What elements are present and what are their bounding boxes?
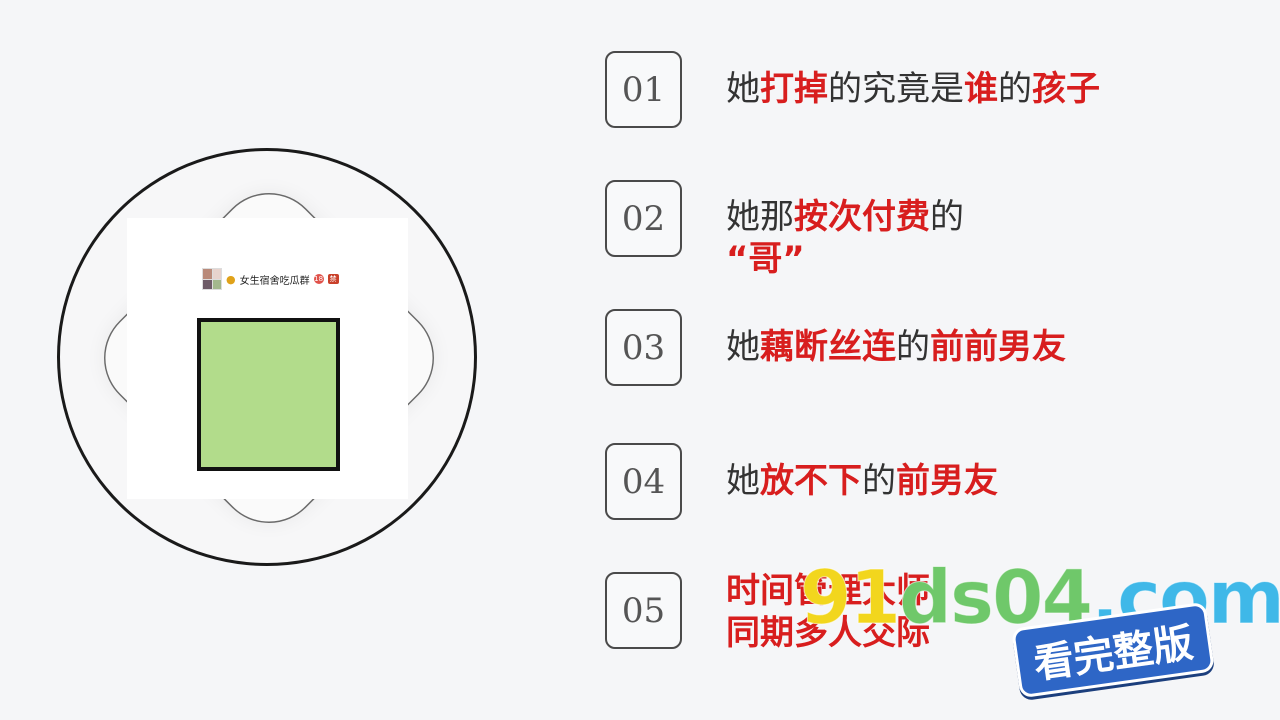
- age-badge: 18: [313, 274, 324, 284]
- item-number-02: 02: [605, 180, 682, 257]
- chat-screenshot-card: ● 女生宿舍吃瓜群 18 禁: [127, 218, 408, 499]
- melon-icon: ●: [226, 272, 236, 286]
- item-text-03: 她藕断丝连的前前男友: [726, 327, 1066, 367]
- forbidden-badge: 禁: [327, 274, 339, 284]
- censored-image-block: [197, 318, 340, 471]
- item-text-02: 她那按次付费的 “哥”: [726, 197, 964, 279]
- item-number-03: 03: [605, 309, 682, 386]
- group-header: ● 女生宿舍吃瓜群 18 禁: [202, 268, 339, 290]
- item-text-05: 时间管理大师 同期多人交际: [726, 571, 930, 653]
- item-number-05: 05: [605, 572, 682, 649]
- item-number-01: 01: [605, 51, 682, 128]
- group-name: 女生宿舍吃瓜群: [239, 275, 310, 287]
- item-text-01: 她打掉的究竟是谁的孩子: [726, 69, 1100, 109]
- item-text-02-line2: “哥”: [726, 239, 805, 279]
- group-avatar: [202, 268, 222, 290]
- item-text-04: 她放不下的前男友: [726, 461, 998, 501]
- item-number-04: 04: [605, 443, 682, 520]
